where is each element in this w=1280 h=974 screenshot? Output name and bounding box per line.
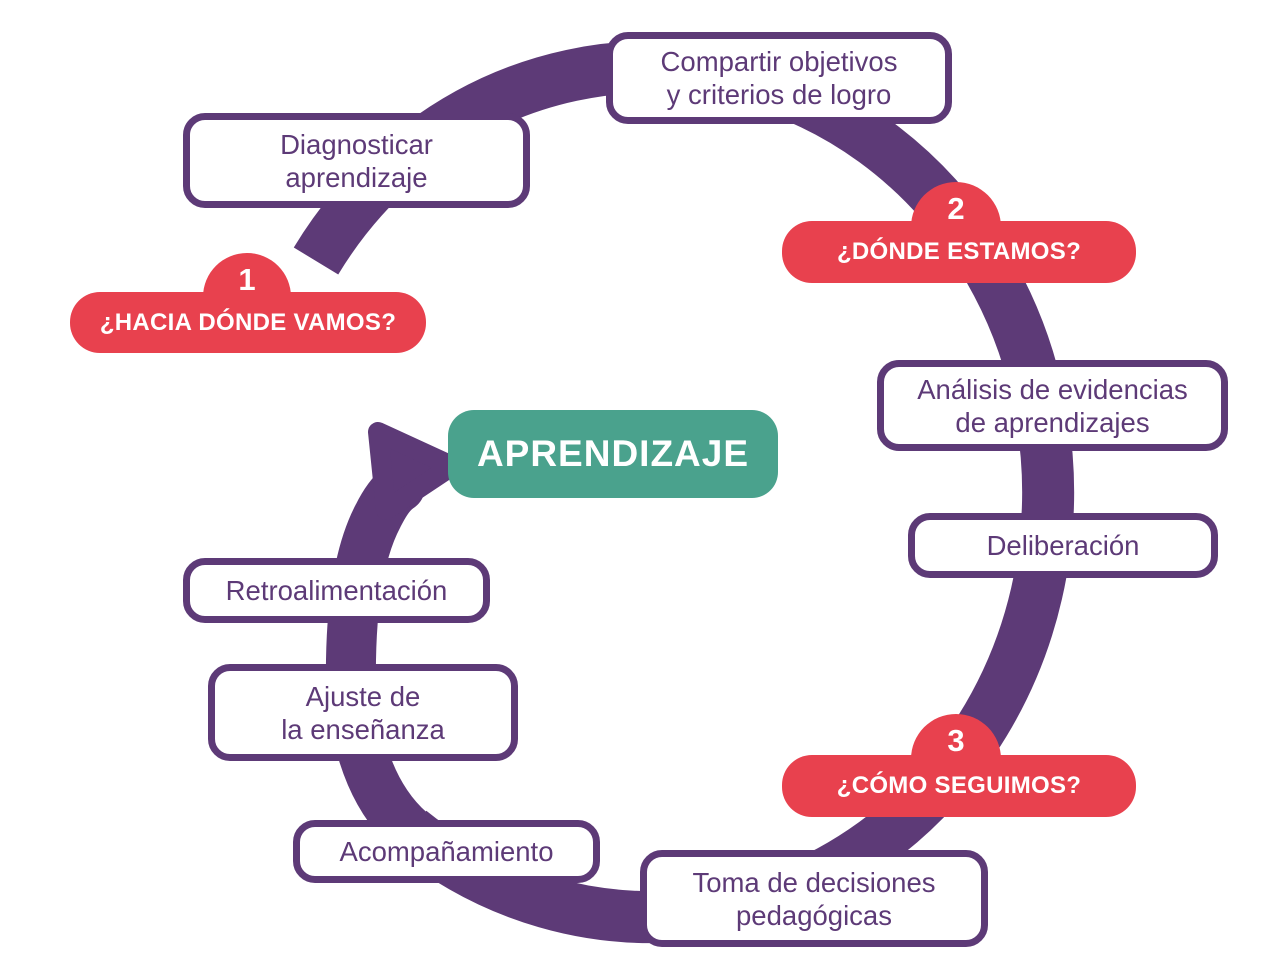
arrow-head-icon [368, 422, 462, 520]
step-box-diagnosticar-aprendizaje: Diagnosticar aprendizaje [183, 113, 530, 208]
step-box-ajuste-ensenanza: Ajuste de la enseñanza [208, 664, 518, 761]
step-box-analisis-evidencias: Análisis de evidencias de aprendizajes [877, 360, 1228, 451]
step-box-toma-decisiones: Toma de decisiones pedagógicas [640, 850, 988, 947]
badge-number: 2 [947, 191, 965, 226]
badge-number: 3 [947, 723, 965, 758]
question-pill-donde-estamos: ¿DÓNDE ESTAMOS? [782, 221, 1136, 283]
step-box-acompanamiento: Acompañamiento [293, 820, 600, 883]
step-box-deliberacion: Deliberación [908, 513, 1218, 578]
question-pill-como-seguimos: ¿CÓMO SEGUIMOS? [782, 755, 1136, 817]
question-pill-hacia-donde-vamos: ¿HACIA DÓNDE VAMOS? [70, 292, 426, 353]
step-box-compartir-objetivos: Compartir objetivos y criterios de logro [606, 32, 952, 124]
badge-number: 1 [238, 262, 256, 297]
cycle-tail-arc [325, 462, 435, 856]
step-box-retroalimentacion: Retroalimentación [183, 558, 490, 623]
center-box-aprendizaje: APRENDIZAJE [448, 410, 778, 498]
